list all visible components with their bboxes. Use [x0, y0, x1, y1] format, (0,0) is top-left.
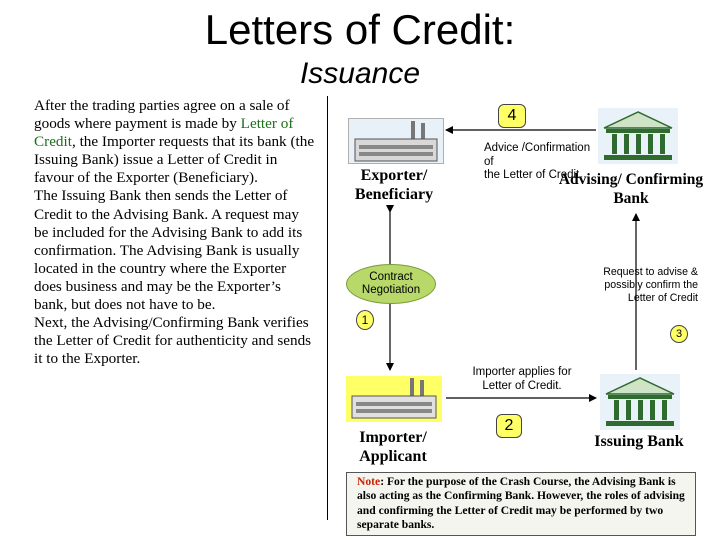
factory-icon — [348, 118, 444, 164]
bank-icon — [598, 108, 678, 164]
importer-label: Importer/ Applicant — [359, 429, 427, 465]
advice-confirmation-text: Advice /Confirmation of the Letter of Cr… — [484, 142, 591, 181]
factory-icon — [346, 376, 442, 422]
issuing-bank-label: Issuing Bank — [594, 433, 684, 450]
request-to-advise-text: Request to advise & possibly confirm the… — [603, 266, 698, 304]
contract-negotiation-oval: Contract Negotiation — [346, 264, 436, 304]
note-text: : For the purpose of the Crash Course, t… — [357, 475, 685, 532]
paragraph-3: Next, the Advising/Confirming Bank verif… — [34, 314, 312, 368]
exporter-label: Exporter/ Beneficiary — [354, 167, 434, 203]
step-4-badge: 4 — [498, 104, 526, 128]
bank-icon — [600, 374, 680, 430]
paragraph-2: The Issuing Bank then sends the Letter o… — [34, 187, 303, 314]
page-subtitle: Issuance — [299, 57, 421, 90]
note-prefix: Note — [357, 475, 381, 488]
importer-applies-text: Importer applies for Letter of Credit. — [472, 366, 572, 392]
explanation-text: After the trading parties agree on a sal… — [34, 97, 316, 368]
paragraph-1: After the trading parties agree on a sal… — [34, 97, 315, 187]
page-title: Letters of Credit: — [204, 6, 516, 53]
letter-of-credit-highlight: Letter of Credit — [34, 115, 294, 151]
divider-line — [327, 96, 328, 520]
note-box: Note: For the purpose of the Crash Cours… — [346, 472, 696, 536]
step-3-badge: 3 — [670, 325, 688, 343]
step-1-badge: 1 — [356, 310, 374, 330]
step-2-badge: 2 — [496, 414, 522, 438]
advising-bank-label: Advising/ Confirming Bank — [558, 171, 704, 207]
